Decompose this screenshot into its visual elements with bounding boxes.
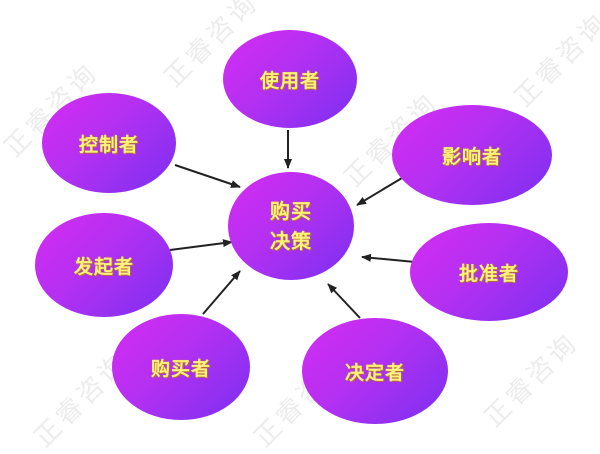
node-purchase-decision: 购买 决策 (228, 172, 354, 280)
node-user: 使用者 (223, 30, 357, 128)
arrow-decider-to-center (327, 283, 361, 319)
arrow-controller-to-center (174, 164, 241, 188)
node-approver: 批准者 (410, 223, 568, 321)
arrow-initiator-to-center (169, 239, 233, 251)
node-influencer: 影响者 (392, 105, 552, 205)
arrow-approver-to-center (361, 253, 416, 263)
arrow-buyer-to-center (202, 270, 241, 315)
arrow-influencer-to-center (356, 177, 403, 206)
node-initiator: 发起者 (35, 213, 173, 317)
node-controller: 控制者 (42, 93, 176, 193)
node-center-label: 购买 决策 (270, 199, 312, 253)
node-buyer: 购买者 (112, 314, 250, 420)
node-decider: 决定者 (302, 318, 448, 424)
